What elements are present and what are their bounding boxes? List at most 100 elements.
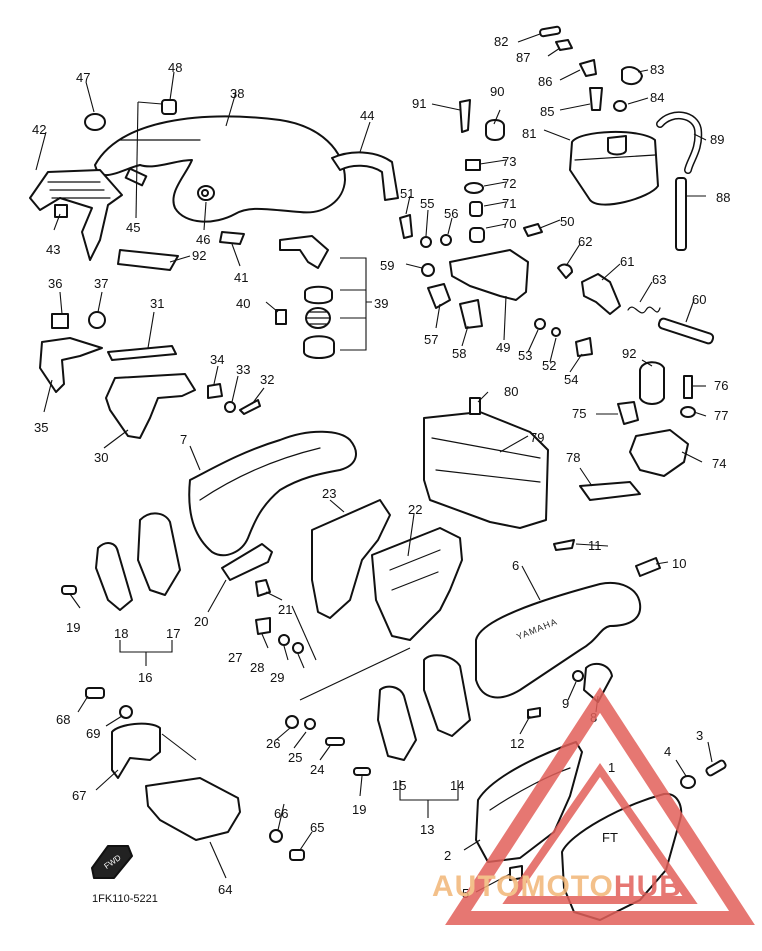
- callout-20: 20: [194, 614, 208, 629]
- callout-3: 3: [696, 728, 703, 743]
- part-88-89-hoses: [656, 111, 703, 251]
- callout-34: 34: [210, 352, 224, 367]
- callout-69: 69: [86, 726, 100, 741]
- part-81-reservoir: [569, 131, 659, 206]
- callout-90: 90: [490, 84, 504, 99]
- part-38-rear-fender: [94, 115, 346, 223]
- callout-15: 15: [392, 778, 406, 793]
- callout-80: 80: [504, 384, 518, 399]
- callout-46: 46: [196, 232, 210, 247]
- callout-74: 74: [712, 456, 726, 471]
- callout-27: 27: [228, 650, 242, 665]
- callout-66: 66: [274, 806, 288, 821]
- callout-52: 52: [542, 358, 556, 373]
- small-parts-right-middle: [399, 214, 593, 357]
- small-parts-top-right: [459, 25, 643, 141]
- watermark-text-secondary: HUB: [614, 870, 682, 903]
- callout-33: 33: [236, 362, 250, 377]
- part-49-battery-tray: [449, 159, 543, 301]
- callout-84: 84: [650, 90, 664, 105]
- part-79-battery-box: [423, 397, 549, 529]
- callout-91: 91: [412, 96, 426, 111]
- callout-4: 4: [664, 744, 671, 759]
- callout-56: 56: [444, 206, 458, 221]
- callout-19-second: 19: [352, 802, 366, 817]
- callout-78: 78: [566, 450, 580, 465]
- callout-72: 72: [502, 176, 516, 191]
- callout-48: 48: [168, 60, 182, 75]
- part-74-bracket: [579, 361, 696, 501]
- callout-73: 73: [502, 154, 516, 169]
- callout-22: 22: [408, 502, 422, 517]
- watermark-logo: AUTOMOTOHUB: [432, 687, 755, 925]
- part-39-bushing-set: [275, 285, 335, 359]
- callout-64: 64: [218, 882, 232, 897]
- callout-38: 38: [230, 86, 244, 101]
- front-arrow: FWD: [91, 845, 133, 879]
- callout-17: 17: [166, 626, 180, 641]
- callout-47: 47: [76, 70, 90, 85]
- callout-57: 57: [424, 332, 438, 347]
- part-23-bracket: [311, 499, 391, 619]
- callout-29: 29: [270, 670, 284, 685]
- callout-92: 92: [622, 346, 636, 361]
- callout-6: 6: [512, 558, 519, 573]
- callout-54: 54: [564, 372, 578, 387]
- svg-text:AUTOMOTOHUB: AUTOMOTOHUB: [432, 870, 682, 903]
- callout-68: 68: [56, 712, 70, 727]
- parts-14-15-covers: [377, 654, 471, 761]
- leader-lines: [35, 33, 713, 893]
- callout-82: 82: [494, 34, 508, 49]
- callout-39: 39: [374, 296, 388, 311]
- callout-71: 71: [502, 196, 516, 211]
- part-7-side-cover: [188, 430, 357, 557]
- callout-92-second: 92: [192, 248, 206, 263]
- callout-40: 40: [236, 296, 250, 311]
- callout-83: 83: [650, 62, 664, 77]
- figure-code: 1FK110-5221: [92, 893, 158, 905]
- part-22-bracket: [371, 527, 463, 641]
- callout-14: 14: [450, 778, 464, 793]
- parts-17-18-covers: [95, 512, 273, 611]
- callout-23: 23: [322, 486, 336, 501]
- callout-53: 53: [518, 348, 532, 363]
- watermark-text-primary: AUTOMOTO: [432, 870, 614, 903]
- callout-77: 77: [714, 408, 728, 423]
- callout-51: 51: [400, 186, 414, 201]
- callout-32: 32: [260, 372, 274, 387]
- callout-55: 55: [420, 196, 434, 211]
- callout-67: 67: [72, 788, 86, 803]
- callout-28: 28: [250, 660, 264, 675]
- callout-18: 18: [114, 626, 128, 641]
- callout-19: 19: [66, 620, 80, 635]
- callout-26: 26: [266, 736, 280, 751]
- callout-7: 7: [180, 432, 187, 447]
- callout-21: 21: [278, 602, 292, 617]
- callout-81: 81: [522, 126, 536, 141]
- left-middle-parts: [39, 311, 261, 439]
- callout-42: 42: [32, 122, 46, 137]
- small-parts-right: [527, 539, 661, 719]
- callout-25: 25: [288, 750, 302, 765]
- callout-61: 61: [620, 254, 634, 269]
- callout-89: 89: [710, 132, 724, 147]
- callout-44: 44: [360, 108, 374, 123]
- part-42-grab-handle: [29, 169, 123, 261]
- callout-10: 10: [672, 556, 686, 571]
- callout-13: 13: [420, 822, 434, 837]
- callout-2: 2: [444, 848, 451, 863]
- callout-85: 85: [540, 104, 554, 119]
- part-6-cover: YAMAHA: [475, 582, 642, 699]
- callout-9: 9: [562, 696, 569, 711]
- callout-63: 63: [652, 272, 666, 287]
- callout-12: 12: [510, 736, 524, 751]
- callout-41: 41: [234, 270, 248, 285]
- callout-43: 43: [46, 242, 60, 257]
- callout-50: 50: [560, 214, 574, 229]
- callout-88: 88: [716, 190, 730, 205]
- callout-45: 45: [126, 220, 140, 235]
- part-64-67-footrest-bracket: [85, 687, 305, 861]
